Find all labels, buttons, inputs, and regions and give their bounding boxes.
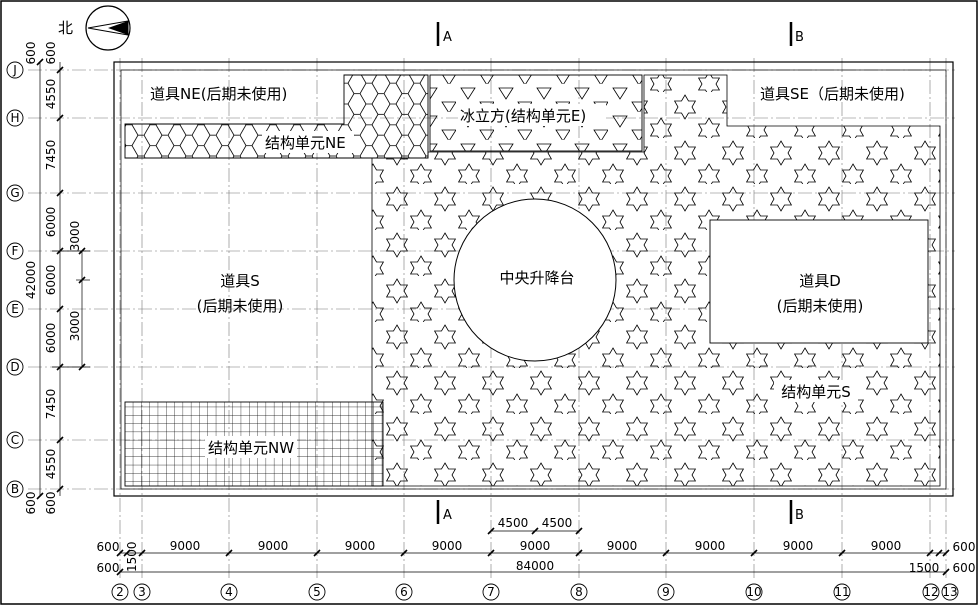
axis-col-6: 6 bbox=[400, 585, 408, 599]
dim-bottom-bay-4: 9000 bbox=[432, 539, 463, 553]
prop-s-label-2: (后期未使用) bbox=[197, 297, 284, 315]
axis-col-11: 11 bbox=[834, 585, 849, 599]
section-b-top: B bbox=[795, 30, 804, 45]
dim-left-600-bottom-b: 600 bbox=[44, 492, 58, 515]
dim-bottom-bay-6: 9000 bbox=[607, 539, 638, 553]
dim-bottom-bay-8: 9000 bbox=[783, 539, 814, 553]
dim-bottom-600-left-b: 600 bbox=[97, 561, 120, 575]
section-b-bottom: B bbox=[795, 508, 804, 523]
column-axis-bubbles bbox=[111, 583, 959, 601]
axis-col-12: 12 bbox=[923, 585, 938, 599]
prop-d-label-2: (后期未使用) bbox=[777, 297, 864, 315]
prop-ne-label: 道具NE(后期未使用) bbox=[150, 85, 287, 103]
dim-left-7450-top: 7450 bbox=[44, 140, 58, 171]
prop-d-box bbox=[709, 219, 929, 344]
unit-s-label: 结构单元S bbox=[781, 383, 851, 401]
axis-col-7: 7 bbox=[487, 585, 495, 599]
axis-col-9: 9 bbox=[662, 585, 670, 599]
prop-s-label-1: 道具S bbox=[220, 272, 260, 290]
dim-bottom-bay-2: 9000 bbox=[258, 539, 289, 553]
axis-col-10: 10 bbox=[746, 585, 761, 599]
central-lift-circle bbox=[453, 198, 617, 362]
axis-col-5: 5 bbox=[313, 585, 321, 599]
dim-left-6000-a: 6000 bbox=[44, 207, 58, 238]
axis-col-8: 8 bbox=[575, 585, 583, 599]
building-inner-outline bbox=[120, 69, 947, 490]
left-ticks bbox=[36, 58, 86, 500]
axis-row-c: C bbox=[11, 433, 19, 447]
dim-left-6000-b: 6000 bbox=[44, 265, 58, 296]
unit-ne-label: 结构单元NE bbox=[265, 134, 346, 152]
building-outline bbox=[113, 61, 954, 497]
dim-bottom-1500-right: 1500 bbox=[909, 561, 940, 575]
label-bg-unit-s bbox=[774, 380, 858, 402]
dim-left-total: 42000 bbox=[24, 261, 38, 299]
section-marks bbox=[436, 22, 793, 524]
north-arrow: 北 bbox=[58, 5, 131, 51]
axis-row-h: H bbox=[10, 111, 19, 125]
axis-col-13: 13 bbox=[942, 585, 957, 599]
section-a-top: A bbox=[443, 30, 452, 45]
dim-bottom-bay-3: 9000 bbox=[345, 539, 376, 553]
north-label: 北 bbox=[58, 19, 73, 37]
bottom-ticks bbox=[116, 527, 950, 576]
axis-row-b: B bbox=[11, 482, 19, 496]
dim-bottom-bay-5: 9000 bbox=[520, 539, 551, 553]
label-bg-unit-ne bbox=[262, 131, 354, 153]
label-bg-unit-nw bbox=[205, 436, 297, 458]
unit-nw-label: 结构单元NW bbox=[208, 439, 294, 457]
axis-col-4: 4 bbox=[225, 585, 233, 599]
dim-left-600-top-b: 600 bbox=[44, 42, 58, 65]
dim-bottom-1500-left: 1500 bbox=[125, 541, 139, 572]
axis-row-g: G bbox=[10, 186, 19, 200]
axis-col-2: 2 bbox=[116, 585, 124, 599]
dim-bottom-bay-1: 9000 bbox=[170, 539, 201, 553]
section-a-bottom: A bbox=[443, 508, 452, 523]
dim-bottom-bay-9: 9000 bbox=[871, 539, 902, 553]
dim-left-7450-bottom: 7450 bbox=[44, 389, 58, 420]
dim-left-4550-top: 4550 bbox=[44, 79, 58, 110]
ice-cube-label: 冰立方(结构单元E) bbox=[460, 107, 586, 125]
prop-d-label-1: 道具D bbox=[799, 272, 841, 290]
dim-bottom-total: 84000 bbox=[516, 559, 554, 573]
dim-left-600-top: 600 bbox=[24, 42, 38, 65]
dim-bottom-600-right-a: 600 bbox=[953, 540, 976, 554]
dim-bottom-bay-7: 9000 bbox=[695, 539, 726, 553]
dim-bottom-half-2: 4500 bbox=[542, 516, 573, 530]
axis-row-e: E bbox=[11, 302, 19, 316]
dim-bottom-600-right-b: 600 bbox=[953, 561, 976, 575]
prop-se-label: 道具SE（后期未使用) bbox=[760, 85, 905, 103]
dim-bottom-half-1: 4500 bbox=[498, 516, 529, 530]
label-bg-ice bbox=[458, 104, 606, 126]
axis-row-d: D bbox=[10, 360, 19, 374]
dim-left-4550-bottom: 4550 bbox=[44, 449, 58, 480]
axis-row-j: J bbox=[12, 63, 17, 77]
dim-left-600-bottom: 600 bbox=[24, 492, 38, 515]
row-axis-bubbles bbox=[6, 61, 24, 498]
dim-left-3000-bottom: 3000 bbox=[68, 311, 82, 342]
central-lift-label: 中央升降台 bbox=[499, 269, 574, 287]
dim-bottom-600-left-a: 600 bbox=[97, 540, 120, 554]
dim-left-3000-top: 3000 bbox=[68, 221, 82, 252]
axis-col-3: 3 bbox=[138, 585, 146, 599]
dim-left-6000-c: 6000 bbox=[44, 323, 58, 354]
left-dimension-lines bbox=[39, 62, 90, 496]
axis-row-f: F bbox=[12, 244, 19, 258]
